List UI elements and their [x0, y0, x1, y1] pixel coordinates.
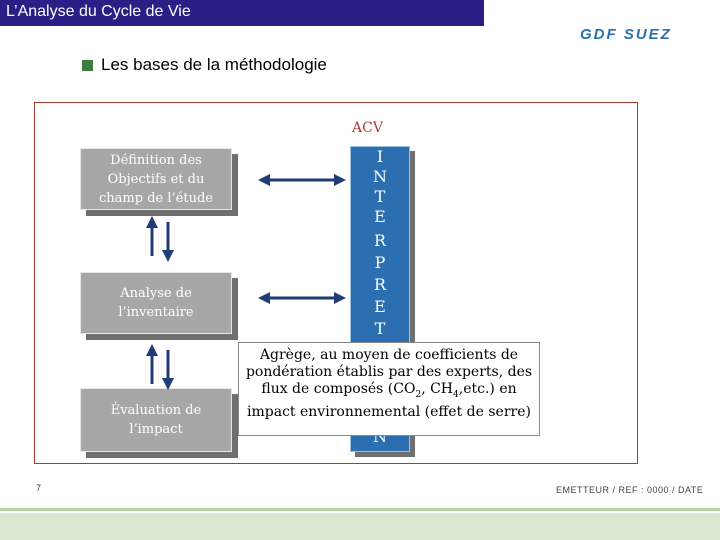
tooltip-text: flux de composés (CO [261, 381, 416, 397]
box-definition-objectifs: Définition des Objectifs et du champ de … [80, 148, 232, 210]
vertical-arrows-1 [146, 216, 174, 262]
tooltip-line: pondération établis par des experts, des [245, 364, 533, 380]
interpretation-letter: T [374, 319, 386, 338]
footer-band [0, 513, 720, 540]
tooltip-line: Agrège, au moyen de coefficients de [259, 347, 519, 363]
page-number: 7 [36, 483, 42, 493]
interpretation-letter: I [376, 147, 384, 166]
subscript: 4 [453, 389, 459, 400]
impact-tooltip: Agrège, au moyen de coefficients de pond… [238, 342, 540, 436]
interpretation-letter: T [374, 187, 386, 206]
box-line: l’inventaire [118, 305, 194, 320]
interpretation-letter: R [373, 231, 387, 250]
box-analyse-inventaire: Analyse de l’inventaire [80, 272, 232, 334]
box-line: champ de l’étude [99, 190, 213, 206]
interpretation-letter: E [374, 297, 386, 316]
interpretation-letter: P [374, 253, 386, 272]
box-line: Objectifs et du [107, 171, 205, 187]
tooltip-text: , CH [421, 381, 454, 397]
interpretation-letter: R [373, 275, 387, 294]
gdf-suez-logo: GDF SUEZ [580, 26, 672, 43]
vertical-arrows-2 [146, 344, 174, 390]
logo-text: GDF SUEZ [580, 26, 672, 43]
interpretation-letter: E [374, 207, 386, 226]
footer-reference: EMETTEUR / REF : 0000 / DATE [556, 485, 704, 495]
box-line: Définition des [110, 152, 202, 168]
subscript: 2 [415, 389, 422, 400]
tooltip-line: impact environnemental (effet de serre) [247, 403, 531, 420]
box-line: Évaluation de [110, 403, 202, 418]
footer-divider [0, 508, 720, 511]
tooltip-line-compounds: flux de composés (CO2, CH4,etc.) en [239, 381, 539, 404]
interpretation-letter: N [373, 167, 387, 186]
section-subtitle: Les bases de la méthodologie [101, 55, 327, 74]
tooltip-text: ,etc.) en [458, 381, 517, 397]
slide-title: L’Analyse du Cycle de Vie [6, 3, 191, 20]
box-evaluation-impact: Évaluation de l’impact [80, 388, 232, 452]
box-line: l’impact [129, 422, 183, 437]
acv-label: ACV [352, 120, 383, 136]
title-bar [0, 0, 484, 26]
bullet-icon [82, 60, 93, 71]
box-line: Analyse de [120, 286, 192, 301]
